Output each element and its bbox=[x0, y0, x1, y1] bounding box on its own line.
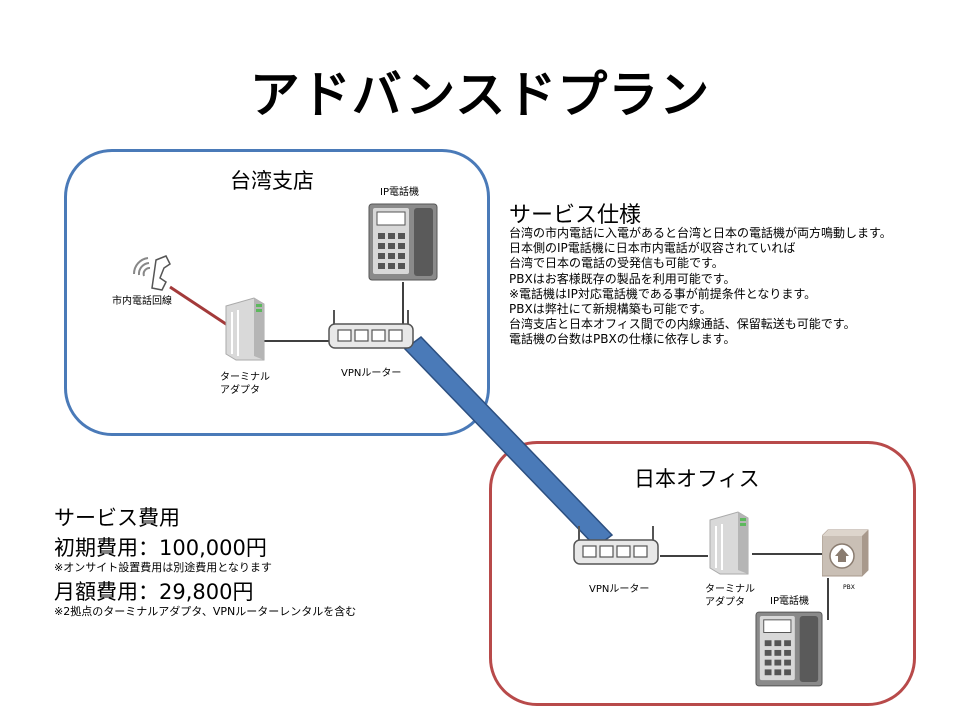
tw-router-label: VPNルーター bbox=[341, 368, 402, 379]
spec-line: 台湾支店と日本オフィス間での内線通話、保留転送も可能です。 bbox=[509, 317, 856, 332]
taiwan-branch-title: 台湾支店 bbox=[230, 169, 314, 193]
initial-fee-note: ※オンサイト設置費用は別途費用となります bbox=[54, 561, 272, 574]
spec-line: PBXはお客様既存の製品を利用可能です。 bbox=[509, 271, 736, 286]
spec-line: 台湾の市内電話に入電があると台湾と日本の電話機が両方鳴動します。 bbox=[509, 226, 892, 240]
monthly-fee-note: ※2拠点のターミナルアダプタ、VPNルーターレンタルを含む bbox=[54, 605, 357, 618]
vpn-tunnel bbox=[403, 336, 614, 548]
jp-ta-label-1: ターミナル bbox=[705, 584, 755, 595]
tw-vpn-router-icon bbox=[328, 310, 414, 349]
spec-line: ※電話機はIP対応電話機である事が前提条件となります。 bbox=[509, 286, 817, 301]
taiwan-branch-region bbox=[64, 149, 490, 436]
jp-pbx-icon bbox=[822, 529, 869, 577]
tw-line-label: 市内電話回線 bbox=[112, 296, 172, 307]
tw-ip-phone-icon bbox=[368, 203, 438, 281]
service-spec-list: 台湾の市内電話に入電があると台湾と日本の電話機が両方鳴動します。 日本側のIP電… bbox=[509, 226, 892, 348]
service-spec-title: サービス仕様 bbox=[509, 203, 642, 228]
spec-line: 日本側のIP電話機に日本市内電話が収容されていれば bbox=[509, 241, 796, 256]
monthly-fee: 月額費用：29,800円 bbox=[54, 580, 254, 604]
spec-line: 台湾で日本の電話の受発信も可能です。 bbox=[509, 256, 724, 271]
jp-ta-label-2: アダプタ bbox=[705, 597, 745, 608]
tw-ta-label-2: アダプタ bbox=[220, 385, 260, 396]
jp-pbx-label: PBX bbox=[843, 584, 855, 591]
japan-office-region bbox=[489, 441, 916, 706]
tw-ip-phone-label: IP電話機 bbox=[380, 187, 419, 198]
spec-line: 電話機の台数はPBXの仕様に依存します。 bbox=[509, 332, 736, 347]
jp-vpn-router-icon bbox=[573, 526, 659, 565]
tw-phone-line bbox=[169, 285, 233, 330]
tw-landline-icon bbox=[132, 255, 171, 291]
page-title: アドバンスドプラン bbox=[249, 66, 711, 124]
jp-router-label: VPNルーター bbox=[589, 584, 650, 595]
jp-terminal-adapter-icon bbox=[709, 511, 749, 575]
tw-terminal-adapter-icon bbox=[225, 297, 265, 361]
tw-ta-label-1: ターミナル bbox=[220, 372, 270, 383]
service-fee-title: サービス費用 bbox=[54, 506, 180, 530]
initial-fee: 初期費用：100,000円 bbox=[54, 536, 267, 560]
japan-office-title: 日本オフィス bbox=[634, 467, 760, 491]
spec-line: PBXは弊社にて新規構築も可能です。 bbox=[509, 302, 712, 317]
jp-ip-phone-label: IP電話機 bbox=[770, 596, 809, 607]
jp-ip-phone-icon bbox=[755, 611, 823, 687]
